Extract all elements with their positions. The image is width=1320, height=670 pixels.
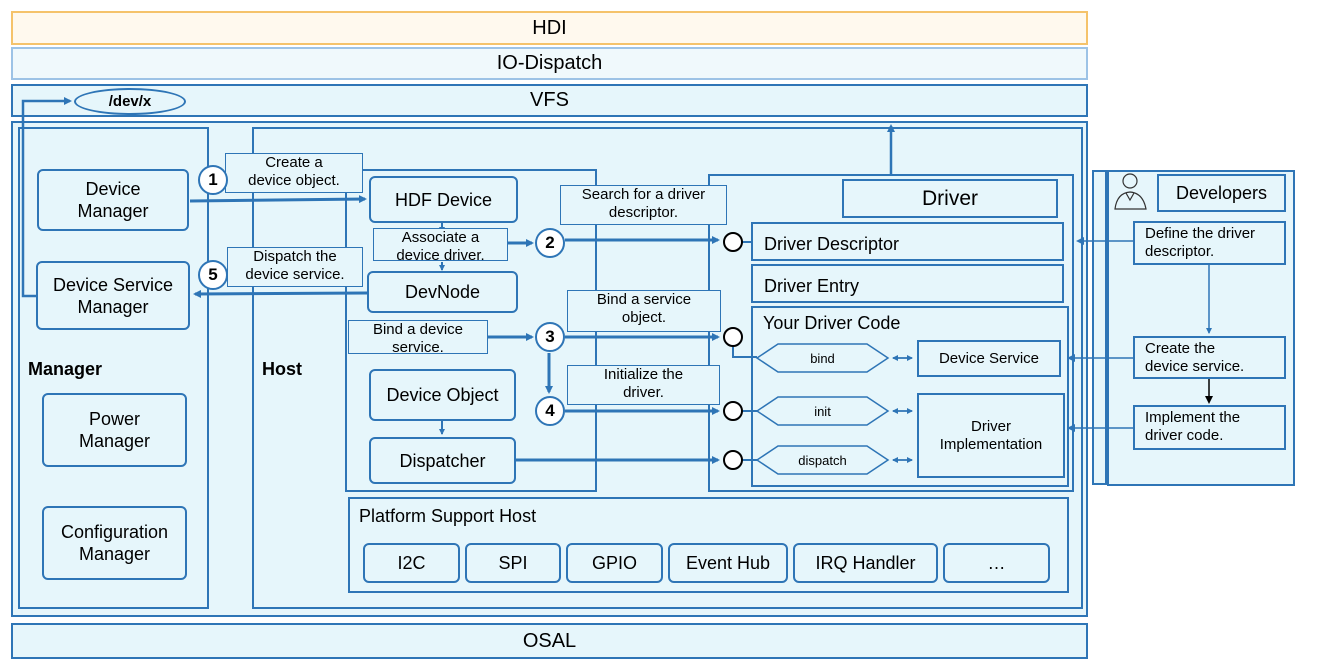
step4-label: Initialize the driver. xyxy=(567,365,720,405)
init-label: init xyxy=(814,403,831,419)
platform-item-spi: SPI xyxy=(465,543,561,583)
driver-code-title: Your Driver Code xyxy=(763,313,901,333)
dev-node-ellipse: /dev/x xyxy=(74,88,186,115)
manager-title: Manager xyxy=(28,359,103,379)
platform-item-event-hub: Event Hub xyxy=(668,543,788,583)
bind-hexagon xyxy=(755,343,890,373)
step5-label: Dispatch the device service. xyxy=(227,247,363,287)
platform-item-irq-handler: IRQ Handler xyxy=(793,543,938,583)
device-service-manager-box: Device Service Manager xyxy=(36,261,190,330)
dispatch-label: dispatch xyxy=(798,452,847,468)
platform-item-more: … xyxy=(943,543,1050,583)
driver-descriptor-box: Driver Descriptor xyxy=(751,222,1064,261)
host-title: Host xyxy=(262,359,302,379)
driver-title-box: Driver xyxy=(842,179,1058,218)
init-hexagon xyxy=(755,396,890,426)
step3b-label: Bind a service object. xyxy=(567,290,721,332)
step1-number: 1 xyxy=(198,165,228,195)
developer-person-icon xyxy=(1114,173,1147,210)
step2-number: 2 xyxy=(535,228,565,258)
developers-panel xyxy=(1092,170,1107,485)
bind-label: bind xyxy=(810,350,835,366)
platform-item-gpio: GPIO xyxy=(566,543,663,583)
step4-number: 4 xyxy=(535,396,565,426)
step3-number: 3 xyxy=(535,322,565,352)
platform-support-host-title: Platform Support Host xyxy=(359,506,537,526)
step5-number: 5 xyxy=(198,260,228,290)
platform-item-i2c: I2C xyxy=(363,543,460,583)
step2b-label: Search for a driver descriptor. xyxy=(560,185,727,225)
dispatch-hexagon xyxy=(755,445,890,475)
devnode-box: DevNode xyxy=(367,271,518,313)
developers-create-box: Create the device service. xyxy=(1133,336,1286,379)
developers-implement-box: Implement the driver code. xyxy=(1133,405,1286,450)
hdf-device-box: HDF Device xyxy=(369,176,518,223)
developers-title-box: Developers xyxy=(1157,174,1286,212)
dispatcher-box: Dispatcher xyxy=(369,437,516,484)
developers-define-box: Define the driver descriptor. xyxy=(1133,221,1286,265)
io-dispatch-layer: IO-Dispatch xyxy=(11,47,1088,80)
step1-label: Create a device object. xyxy=(225,153,363,193)
step2a-label: Associate a device driver. xyxy=(373,228,508,264)
driver-entry-box: Driver Entry xyxy=(751,264,1064,303)
device-manager-box: Device Manager xyxy=(37,169,189,231)
power-manager-box: Power Manager xyxy=(42,393,187,467)
hdi-layer: HDI xyxy=(11,11,1088,45)
device-service-box: Device Service xyxy=(917,340,1061,377)
vfs-layer: VFS xyxy=(11,84,1088,117)
configuration-manager-box: Configuration Manager xyxy=(42,506,187,580)
osal-layer: OSAL xyxy=(11,623,1088,659)
driver-implementation-box: Driver Implementation xyxy=(917,393,1065,478)
device-object-box: Device Object xyxy=(369,369,516,421)
step3a-label: Bind a device service. xyxy=(348,320,488,356)
